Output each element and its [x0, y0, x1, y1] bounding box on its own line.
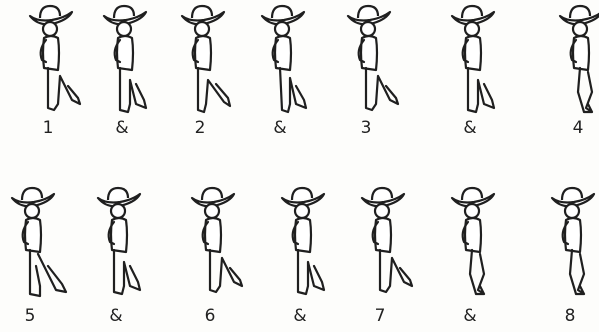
count-label: 6 — [190, 306, 230, 326]
hat-crown — [22, 188, 42, 200]
count-label: 7 — [360, 306, 400, 326]
legs — [366, 68, 398, 110]
head — [111, 204, 125, 218]
cowboy-dancer-icon — [250, 0, 330, 130]
head — [465, 22, 479, 36]
dance-figure: 1 — [18, 0, 98, 150]
dance-figure: 5 — [0, 182, 80, 332]
dance-figure: 8 — [540, 182, 599, 332]
hat-crown — [562, 188, 582, 200]
hat-crown — [202, 188, 222, 200]
count-label: & — [102, 118, 142, 138]
dance-figure: 4 — [548, 0, 599, 150]
cowboy-dancer-icon — [270, 182, 350, 312]
dance-figure: & — [250, 0, 330, 150]
step-row-2: 5 & 6 & 7 & 8 — [0, 182, 599, 332]
count-label: 3 — [346, 118, 386, 138]
hat-crown — [192, 6, 212, 18]
cowboy-dancer-icon — [540, 182, 599, 312]
legs — [280, 68, 306, 112]
count-label: & — [280, 306, 320, 326]
cowboy-dancer-icon — [18, 0, 98, 130]
legs — [578, 68, 592, 112]
count-label: 2 — [180, 118, 220, 138]
hat-crown — [462, 188, 482, 200]
legs — [48, 68, 80, 110]
count-label: & — [450, 118, 490, 138]
head — [565, 204, 579, 218]
hat-crown — [570, 6, 590, 18]
hat-crown — [462, 6, 482, 18]
count-label: & — [450, 306, 490, 326]
step-row-1: 1 & 2 & 3 & 4 — [0, 0, 599, 150]
hat-crown — [272, 6, 292, 18]
dance-figure: 6 — [180, 182, 260, 332]
dance-figure: & — [86, 182, 166, 332]
legs — [298, 250, 324, 294]
legs — [380, 250, 412, 292]
cowboy-dancer-icon — [336, 0, 416, 130]
head — [375, 204, 389, 218]
hat-crown — [358, 6, 378, 18]
head — [117, 22, 131, 36]
head — [465, 204, 479, 218]
legs — [210, 250, 242, 292]
cowboy-dancer-icon — [92, 0, 172, 130]
dance-figure: & — [440, 182, 520, 332]
cowboy-dancer-icon — [180, 182, 260, 312]
hat-crown — [108, 188, 128, 200]
cowboy-dancer-icon — [548, 0, 599, 130]
dance-figure: & — [440, 0, 520, 150]
head — [43, 22, 57, 36]
dance-figure: & — [270, 182, 350, 332]
hat-crown — [114, 6, 134, 18]
count-label: & — [260, 118, 300, 138]
dance-figure: 2 — [170, 0, 250, 150]
cowboy-dancer-icon — [170, 0, 250, 130]
head — [275, 22, 289, 36]
legs — [198, 68, 230, 112]
count-label: 4 — [558, 118, 598, 138]
dance-figure: 3 — [336, 0, 416, 150]
hat-crown — [40, 6, 60, 18]
head — [195, 22, 209, 36]
cowboy-dancer-icon — [440, 182, 520, 312]
legs — [114, 250, 140, 294]
hat-crown — [372, 188, 392, 200]
cowboy-dancer-icon — [86, 182, 166, 312]
count-label: & — [96, 306, 136, 326]
head — [573, 22, 587, 36]
count-label: 1 — [28, 118, 68, 138]
legs — [468, 68, 494, 112]
head — [205, 204, 219, 218]
legs — [120, 68, 146, 112]
dance-figure: 7 — [350, 182, 430, 332]
legs — [570, 250, 584, 294]
legs — [470, 250, 484, 294]
cowboy-dancer-icon — [350, 182, 430, 312]
cowboy-dancer-icon — [0, 182, 80, 312]
count-label: 8 — [550, 306, 590, 326]
hat-crown — [292, 188, 312, 200]
cowboy-dancer-icon — [440, 0, 520, 130]
head — [25, 204, 39, 218]
legs — [30, 250, 66, 296]
count-label: 5 — [10, 306, 50, 326]
head — [295, 204, 309, 218]
dance-figure: & — [92, 0, 172, 150]
head — [361, 22, 375, 36]
